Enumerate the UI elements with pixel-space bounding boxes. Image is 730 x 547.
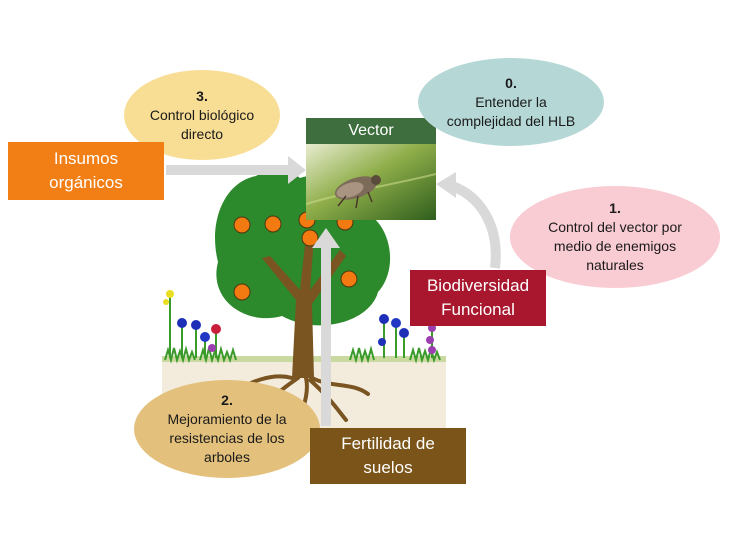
goal-text-line: resistencias de los: [169, 430, 285, 446]
goal-2-tree-resistance: 2. Mejoramiento de la resistencias de lo…: [134, 380, 320, 478]
vector-card: Vector: [306, 118, 436, 220]
box-text-line: Funcional: [441, 300, 515, 319]
goal-number: 1.: [609, 200, 621, 216]
goal-text-line: Control del vector por: [548, 219, 682, 235]
goal-number: 2.: [221, 392, 233, 408]
goal-text-line: Mejoramiento de la: [167, 411, 287, 427]
goal-text-line: arboles: [204, 449, 250, 465]
goal-text-line: Entender la: [475, 93, 547, 110]
input-organic-inputs: Insumos orgánicos: [8, 142, 164, 200]
box-text-line: orgánicos: [49, 173, 123, 192]
goal-text-line: complejidad del HLB: [446, 112, 576, 129]
arrow-icon: [166, 156, 501, 426]
goal-text-line: Control biológico: [149, 106, 255, 123]
box-text-line: Fertilidad de: [341, 434, 435, 453]
goal-text-line: medio de enemigos: [553, 238, 677, 254]
input-soil-fertility: Fertilidad de suelos: [310, 428, 466, 484]
goal-number: 0.: [505, 74, 517, 91]
input-functional-biodiversity: Biodiversidad Funcional: [410, 270, 546, 326]
psyllid-insect-on-leaf-photo: [306, 144, 436, 220]
box-text-line: Insumos: [53, 149, 119, 168]
goal-text-line: directo: [180, 125, 224, 142]
box-text-line: Biodiversidad: [426, 276, 530, 295]
goal-text-line: naturales: [586, 257, 644, 273]
goal-number: 3.: [196, 87, 208, 104]
goal-0-understand-hlb: 0. Entender la complejidad del HLB: [418, 58, 604, 146]
box-text-line: suelos: [363, 458, 413, 477]
vector-title: Vector: [348, 122, 394, 139]
flower-cluster-icon-right: [349, 314, 441, 364]
flower-cluster-icon-left: [163, 290, 237, 364]
